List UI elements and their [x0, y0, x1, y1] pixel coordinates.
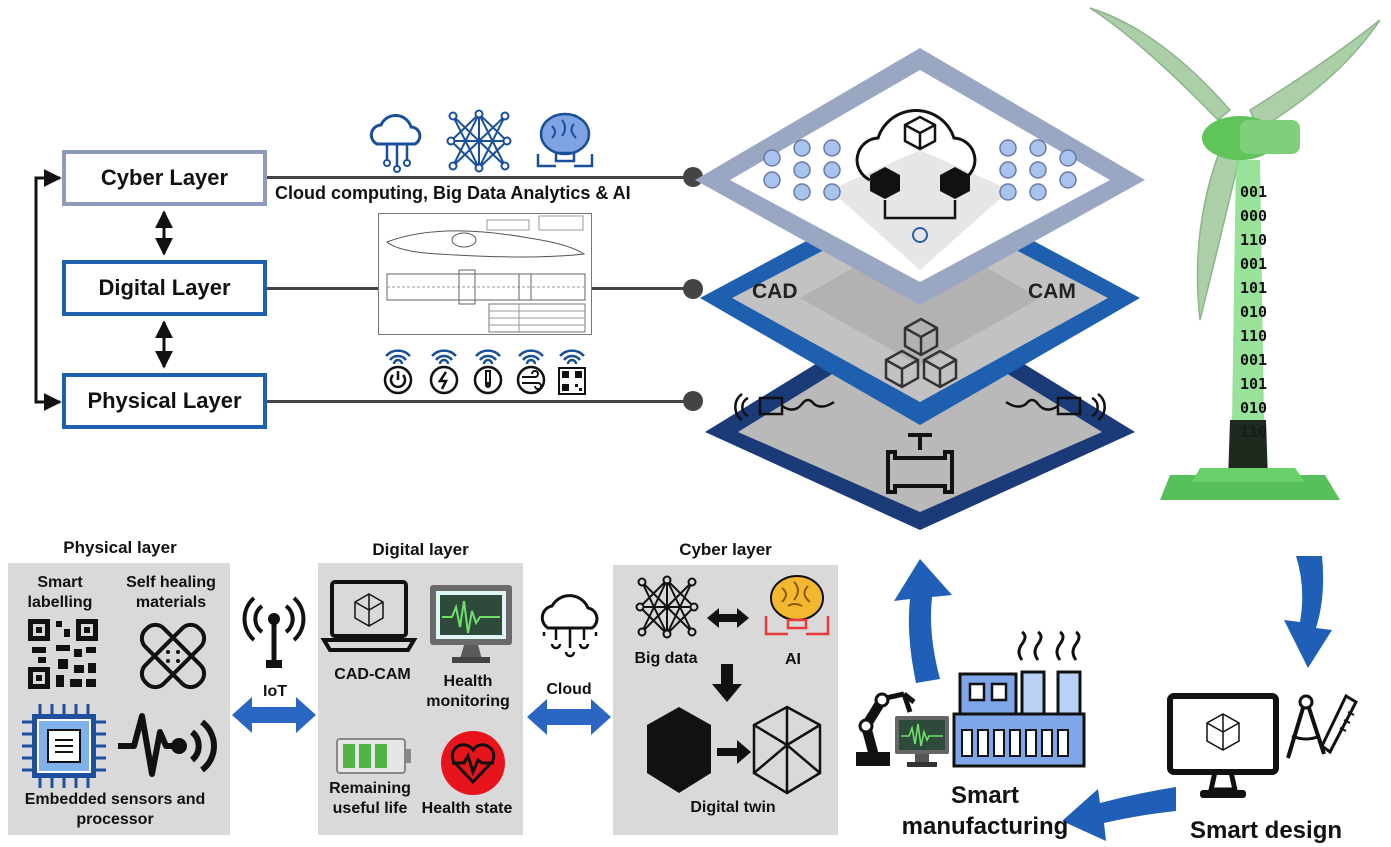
binary-column: 001 000 110 001 101 010 110 001 101 010 … [1240, 180, 1276, 444]
cadcam-laptop-icon [320, 580, 418, 652]
digital-layer-label: Digital Layer [98, 275, 231, 300]
design-monitor-icon [1167, 693, 1279, 798]
cycle-arrow-left [1062, 787, 1176, 841]
layer-stack-illustration [695, 48, 1145, 530]
sensor-signal-icon [118, 713, 217, 777]
physical-layer-box: Physical Layer [62, 373, 267, 429]
cadcam-label: CAD-CAM [334, 666, 411, 683]
physical-layer-title: Physical layer [63, 538, 177, 557]
cloud-network-icon [369, 114, 422, 173]
cad-label: CAD [752, 280, 798, 303]
binary-row: 110 [1240, 327, 1268, 345]
right-arrow-to-twin [717, 740, 751, 764]
cloud-double-arrow [527, 699, 611, 735]
bigdata-ai-double-arrow [707, 608, 749, 628]
physical-connector-dot [683, 391, 703, 411]
neural-net-right-icon [999, 139, 1077, 201]
wind-sensor-icon [516, 349, 546, 395]
smart-labelling-label: Smart labelling [27, 574, 93, 611]
rul-label: Remaining useful life [329, 780, 411, 817]
smart-manufacturing-label: Smart manufacturing [901, 782, 1069, 841]
temperature-sensor-icon [473, 349, 503, 395]
battery-icon [336, 738, 411, 774]
qr-code-icon [28, 619, 98, 689]
ai-label: AI [785, 651, 801, 668]
cyber-layer-label: Cyber Layer [100, 165, 229, 190]
cloud-label: Cloud [546, 681, 592, 698]
binary-row: 000 [1240, 207, 1268, 225]
valve-icon [886, 433, 954, 494]
physical-connector-line [267, 400, 692, 403]
binary-row: 001 [1240, 183, 1268, 201]
ai-brain-icon [536, 112, 594, 168]
health-monitoring-label: Health monitoring [426, 673, 510, 710]
embedded-sensors-label: Embedded sensors and processor [24, 791, 206, 828]
binary-row: 001 [1240, 351, 1268, 369]
rfid-tag-left-icon [734, 392, 835, 422]
physical-panel [8, 563, 230, 835]
cyber-layer-box: Cyber Layer [62, 150, 267, 206]
ai-brain-gold-icon [764, 575, 830, 636]
big-data-icon [635, 575, 699, 639]
drafting-compass-icon [1286, 693, 1358, 759]
digital-twin-label: Digital twin [690, 799, 776, 816]
robot-arm-icon [856, 691, 916, 766]
neural-net-left-icon [763, 139, 841, 201]
binary-row: 101 [1240, 279, 1268, 297]
cyber-connector-line [267, 176, 692, 179]
smart-design-label: Smart design [1189, 817, 1343, 844]
power-sensor-icon [383, 349, 413, 395]
binary-row: 101 [1240, 375, 1268, 393]
binary-row: 010 [1240, 303, 1268, 321]
cam-label: CAM [1028, 280, 1076, 303]
iot-double-arrow [232, 697, 316, 733]
digital-connector-dot [683, 279, 703, 299]
cubes-icon [884, 317, 958, 389]
engineering-drawing [378, 213, 592, 335]
binary-row: 001 [1240, 255, 1268, 273]
big-data-label: Big data [634, 650, 698, 667]
binary-row: 110 [1240, 423, 1268, 441]
iot-label: IoT [263, 683, 287, 700]
self-healing-label: Self healing materials [126, 574, 216, 611]
qr-sensor-icon [558, 349, 586, 395]
physical-layer-label: Physical Layer [87, 388, 242, 413]
embedded-chip-icon [22, 704, 106, 788]
digital-twin-cube-icon [752, 705, 822, 795]
iot-antenna-icon [242, 596, 306, 668]
factory-monitor-icon [895, 716, 949, 767]
binary-row: 110 [1240, 231, 1268, 249]
cycle-arrow-down [1284, 556, 1332, 668]
self-healing-bandage-icon [139, 622, 207, 690]
cycle-arrow-up [894, 559, 952, 683]
cloud-icon [540, 594, 599, 658]
health-monitor-icon [430, 585, 512, 663]
digital-layer-title: Digital layer [372, 540, 469, 559]
electric-sensor-icon [429, 349, 459, 395]
factory-icon [952, 630, 1086, 768]
binary-row: 010 [1240, 399, 1268, 417]
rfid-tag-right-icon [1005, 392, 1106, 422]
health-state-heart-icon [441, 731, 505, 795]
wind-turbine-illustration [1089, 7, 1381, 500]
cyber-layer-title: Cyber layer [679, 540, 772, 559]
cloud-computing-caption: Cloud computing, Big Data Analytics & AI [275, 183, 631, 203]
cyber-connector-dot [683, 167, 703, 187]
digital-layer-box: Digital Layer [62, 260, 267, 316]
big-data-network-icon [446, 109, 512, 173]
physical-cube-icon [647, 707, 711, 793]
down-arrow [712, 664, 742, 702]
health-state-label: Health state [421, 800, 513, 817]
